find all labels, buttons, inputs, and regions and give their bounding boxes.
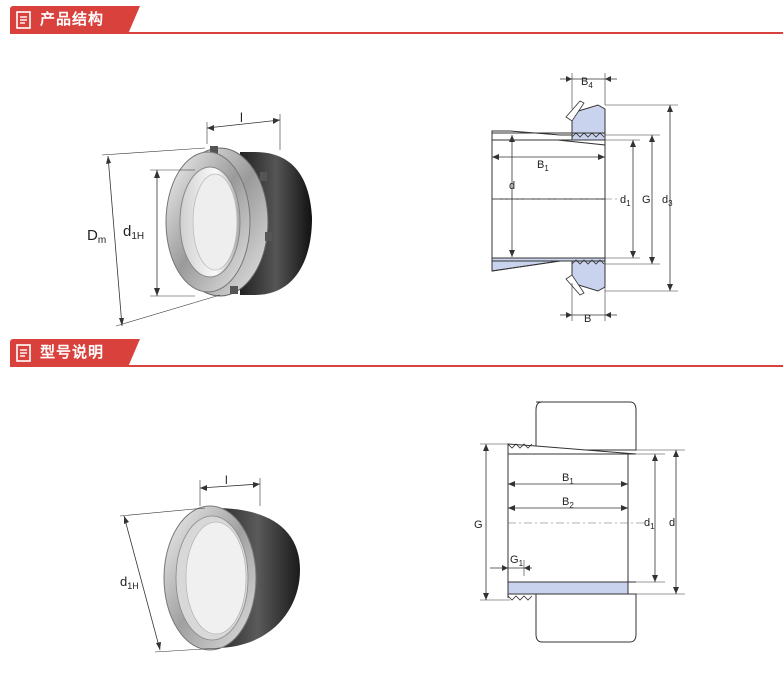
section-header-model-description: 型号说明 xyxy=(10,339,783,373)
dim-label-B2: B2 xyxy=(562,496,574,510)
dim-label-l: l xyxy=(240,110,243,125)
section-title: 产品结构 xyxy=(40,11,105,28)
sleeve-with-nut-render: l Dm d1H xyxy=(87,110,312,327)
dim-label-G: G xyxy=(474,519,483,531)
dim-label-B: B xyxy=(584,313,591,325)
header-underline xyxy=(10,32,783,34)
section-title: 型号说明 xyxy=(40,344,105,361)
dim-label-d1H: d1H xyxy=(123,223,144,242)
dim-label-d1H: d1H xyxy=(120,574,139,591)
dim-label-d3: d3 xyxy=(662,194,673,208)
document-icon xyxy=(16,11,31,29)
dim-label-G: G xyxy=(642,194,651,206)
dim-label-B1: B1 xyxy=(537,159,549,173)
dim-label-d1: d1 xyxy=(620,194,631,208)
dim-label-G1: G1 xyxy=(510,554,524,568)
document-icon xyxy=(16,344,31,362)
sleeve-with-nut-section: B4 B1 d d1 G d3 B xyxy=(491,73,678,325)
dim-label-d: d xyxy=(669,517,675,529)
sleeve-render: l d1H xyxy=(119,473,300,653)
dim-label-B4: B4 xyxy=(581,76,593,90)
dim-label-B1: B1 xyxy=(562,472,574,486)
dim-label-l: l xyxy=(225,473,228,487)
section-header-product-structure: 产品结构 xyxy=(10,6,783,40)
header-underline xyxy=(10,365,783,367)
dim-label-d1: d1 xyxy=(644,517,655,531)
dim-label-Dm: Dm xyxy=(87,227,106,246)
sleeve-section: B1 B2 G G1 d1 d xyxy=(474,401,685,643)
dim-label-d: d xyxy=(509,180,515,192)
